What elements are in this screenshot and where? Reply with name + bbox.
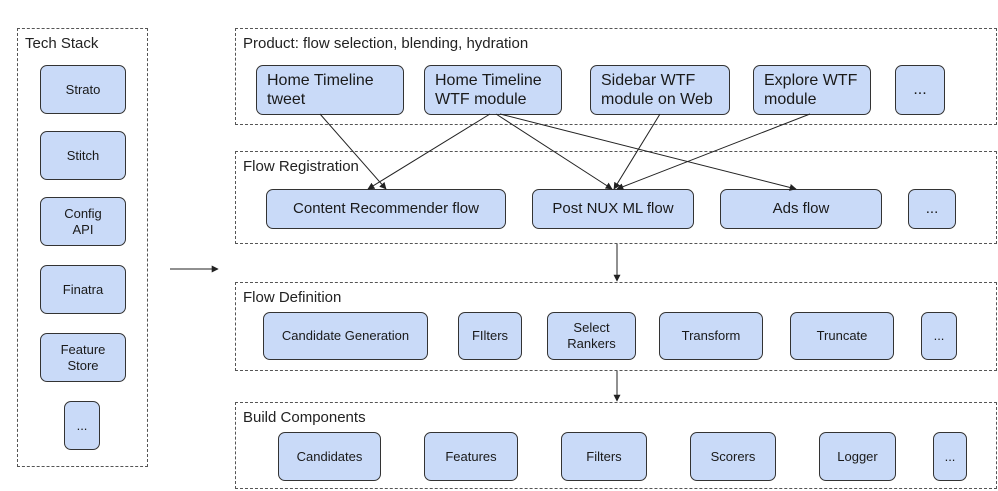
arrow-sidebar-wtf-to-post-nux xyxy=(613,113,661,190)
flow-registration-title: Flow Registration xyxy=(243,158,359,175)
arrow-explore-wtf-to-post-nux xyxy=(616,113,811,190)
product-home-timeline-tweet: Home Timeline tweet xyxy=(256,65,404,115)
def-more: ... xyxy=(921,312,957,360)
comp-scorers: Scorers xyxy=(690,432,776,481)
tech-stack-strato: Strato xyxy=(40,65,126,114)
build-components-title: Build Components xyxy=(243,409,366,426)
comp-filters: Filters xyxy=(561,432,647,481)
tech-stack-title: Tech Stack xyxy=(25,35,99,52)
flow-registration-panel: Flow Registration xyxy=(235,151,997,244)
def-select-rankers: Select Rankers xyxy=(547,312,636,360)
tech-stack-config-api: Config API xyxy=(40,197,126,246)
comp-candidates: Candidates xyxy=(278,432,381,481)
def-filters: FIlters xyxy=(458,312,522,360)
tech-stack-feature-store: Feature Store xyxy=(40,333,126,382)
arrow-home-wtf-to-ads xyxy=(499,113,797,191)
flow-post-nux-ml: Post NUX ML flow xyxy=(532,189,694,229)
flow-definition-title: Flow Definition xyxy=(243,289,342,306)
arrow-home-wtf-to-post-nux xyxy=(495,113,613,190)
def-transform: Transform xyxy=(659,312,763,360)
tech-stack-panel: Tech Stack xyxy=(17,28,148,467)
flow-registration-more: ... xyxy=(908,189,956,229)
def-candidate-generation: Candidate Generation xyxy=(263,312,428,360)
comp-features: Features xyxy=(424,432,518,481)
tech-stack-finatra: Finatra xyxy=(40,265,126,314)
build-components-panel: Build Components xyxy=(235,402,997,489)
arrow-home-wtf-to-content-recommender xyxy=(367,113,491,190)
flow-ads: Ads flow xyxy=(720,189,882,229)
comp-logger: Logger xyxy=(819,432,896,481)
product-explore-wtf-module: Explore WTF module xyxy=(753,65,871,115)
product-panel: Product: flow selection, blending, hydra… xyxy=(235,28,997,125)
comp-more: ... xyxy=(933,432,967,481)
product-more: ... xyxy=(895,65,945,115)
flow-content-recommender: Content Recommender flow xyxy=(266,189,506,229)
def-truncate: Truncate xyxy=(790,312,894,360)
flow-definition-panel: Flow Definition xyxy=(235,282,997,371)
arrow-tweet-to-content-recommender xyxy=(319,113,387,190)
tech-stack-more: ... xyxy=(64,401,100,450)
tech-stack-stitch: Stitch xyxy=(40,131,126,180)
product-title: Product: flow selection, blending, hydra… xyxy=(243,35,529,52)
product-home-timeline-wtf-module: Home Timeline WTF module xyxy=(424,65,562,115)
